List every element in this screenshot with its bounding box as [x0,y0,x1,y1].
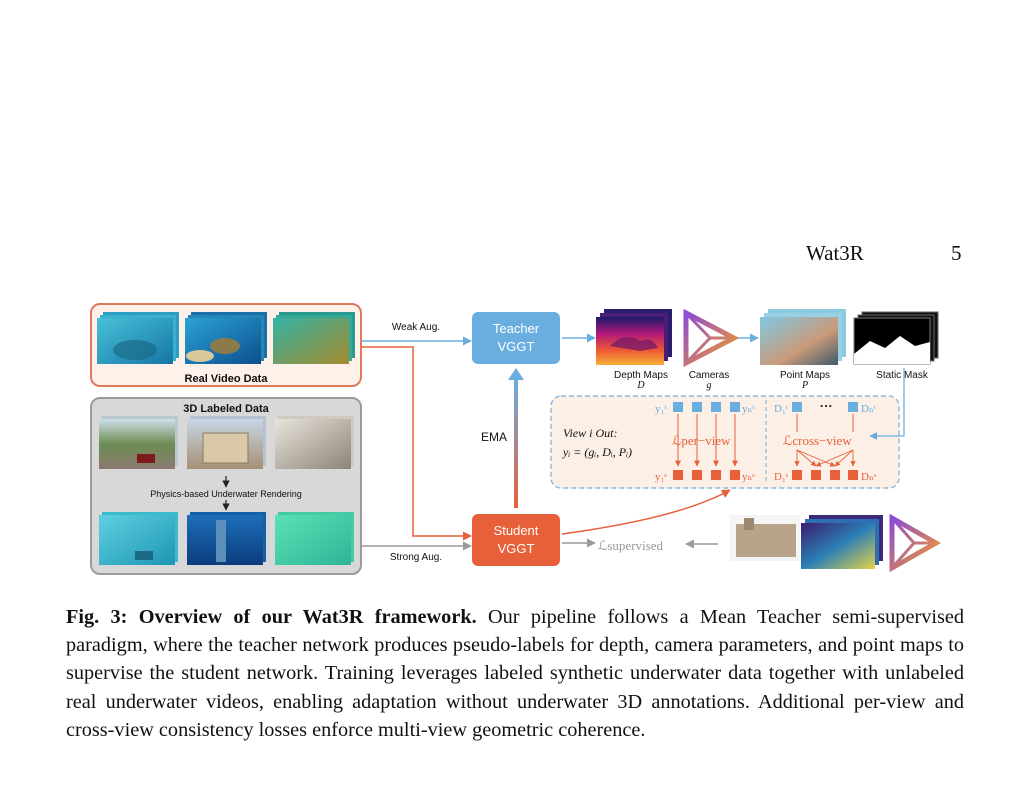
cameras-icon [683,308,740,368]
teacher-depth-token-last: Dₙᵗ [861,403,876,415]
view-out-formula: yᵢ = (gᵢ, Dᵢ, Pᵢ) [562,445,632,459]
ema-label: EMA [481,430,507,444]
depth-maps-label: Depth Maps [614,370,668,381]
student-depth-token [830,470,840,480]
student-token-first: y₁ˢ [655,471,667,483]
student-depth-token [792,470,802,480]
running-title: Wat3R [806,241,864,265]
rendered-underwater-thumbnails [99,512,354,565]
teacher-token [711,402,721,412]
teacher-token-last: yₙᵗ [742,403,754,415]
teacher-token [692,402,702,412]
real-video-label: Real Video Data [185,373,269,385]
framework-figure: Real Video Data 3D Labeled Data Physics-… [80,296,960,586]
point-maps-label: Point Maps [780,370,830,381]
teacher-label-line2: VGGT [498,339,535,354]
student-label-line1: Student [494,523,539,538]
static-mask-label: Static Mask [876,370,929,381]
student-token [673,470,683,480]
teacher-label-line1: Teacher [493,321,540,336]
loss-supervised: ℒsupervised [598,538,663,553]
page-number: 5 [951,241,962,265]
student-depth-token-last: Dₙˢ [861,471,877,483]
consistency-loss-region: View i Out: yᵢ = (gᵢ, Dᵢ, Pᵢ) y₁ᵗ yₙᵗ ℒp… [550,395,900,489]
ground-truth-thumbnails [730,513,942,573]
real-video-panel: Real Video Data [90,303,362,387]
student-token [730,470,740,480]
weak-aug-label: Weak Aug. [392,322,440,333]
cameras-symbol: g [707,380,712,391]
loss-per-view: ℒper−view [672,433,731,448]
student-vggt-block: Student VGGT [472,514,560,566]
depth-symbol: D [636,380,645,391]
teacher-token [730,402,740,412]
page-header: Wat3R 5 [0,238,1030,268]
teacher-token [673,402,683,412]
caption-title: Overview of our Wat3R framework. [138,606,477,628]
student-depth-token-first: D₁ˢ [774,471,789,483]
static-mask-stack [853,311,939,365]
student-token-last: yₙˢ [742,471,755,483]
depth-maps-stack [596,309,672,365]
point-symbol: P [801,380,808,391]
figure-caption: Fig. 3: Overview of our Wat3R framework.… [66,603,964,744]
student-token [711,470,721,480]
labeled-data-label: 3D Labeled Data [183,403,269,415]
labeled-thumbnails [99,416,354,469]
teacher-depth-token [792,402,802,412]
rendering-label: Physics-based Underwater Rendering [150,489,302,499]
ema-arrow [514,378,518,508]
ellipsis: ··· [819,398,832,413]
caption-body: Our pipeline follows a Mean Teacher semi… [66,606,965,741]
cameras-label: Cameras [689,370,730,381]
framework-diagram: Real Video Data 3D Labeled Data Physics-… [90,303,942,575]
student-label-line2: VGGT [498,541,535,556]
student-depth-token [848,470,858,480]
teacher-depth-token-first: D₁ᵗ [774,403,788,415]
teacher-depth-token [848,402,858,412]
view-out-label: View i Out: [563,426,617,440]
student-token [692,470,702,480]
labeled-data-panel: 3D Labeled Data Physics-based Underwater… [90,397,362,575]
strong-aug-label: Strong Aug. [390,552,442,563]
caption-label: Fig. 3: [66,606,128,628]
teacher-vggt-block: Teacher VGGT [472,312,560,364]
point-maps-stack [760,309,846,365]
loss-cross-view: ℒcross−view [783,433,852,448]
student-depth-token [811,470,821,480]
real-video-thumbnails [97,312,355,364]
teacher-token-first: y₁ᵗ [655,403,666,415]
